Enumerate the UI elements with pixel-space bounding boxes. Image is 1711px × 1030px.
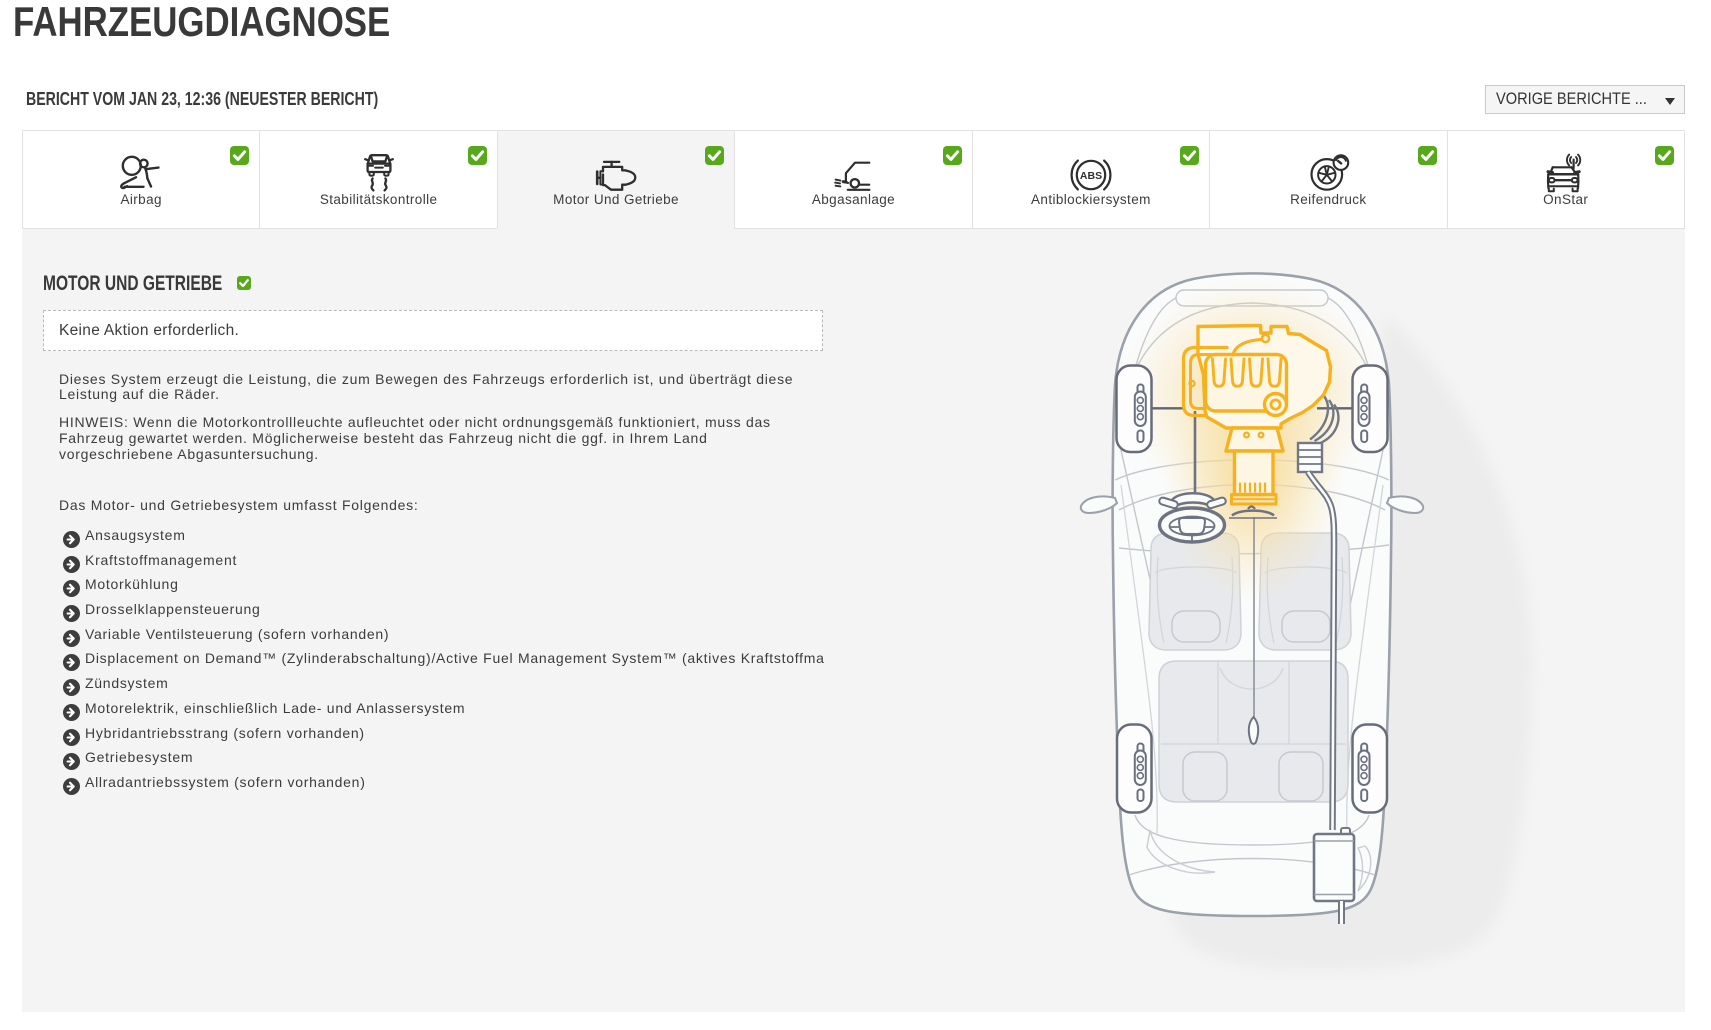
svg-text:ABS: ABS <box>1080 170 1102 182</box>
